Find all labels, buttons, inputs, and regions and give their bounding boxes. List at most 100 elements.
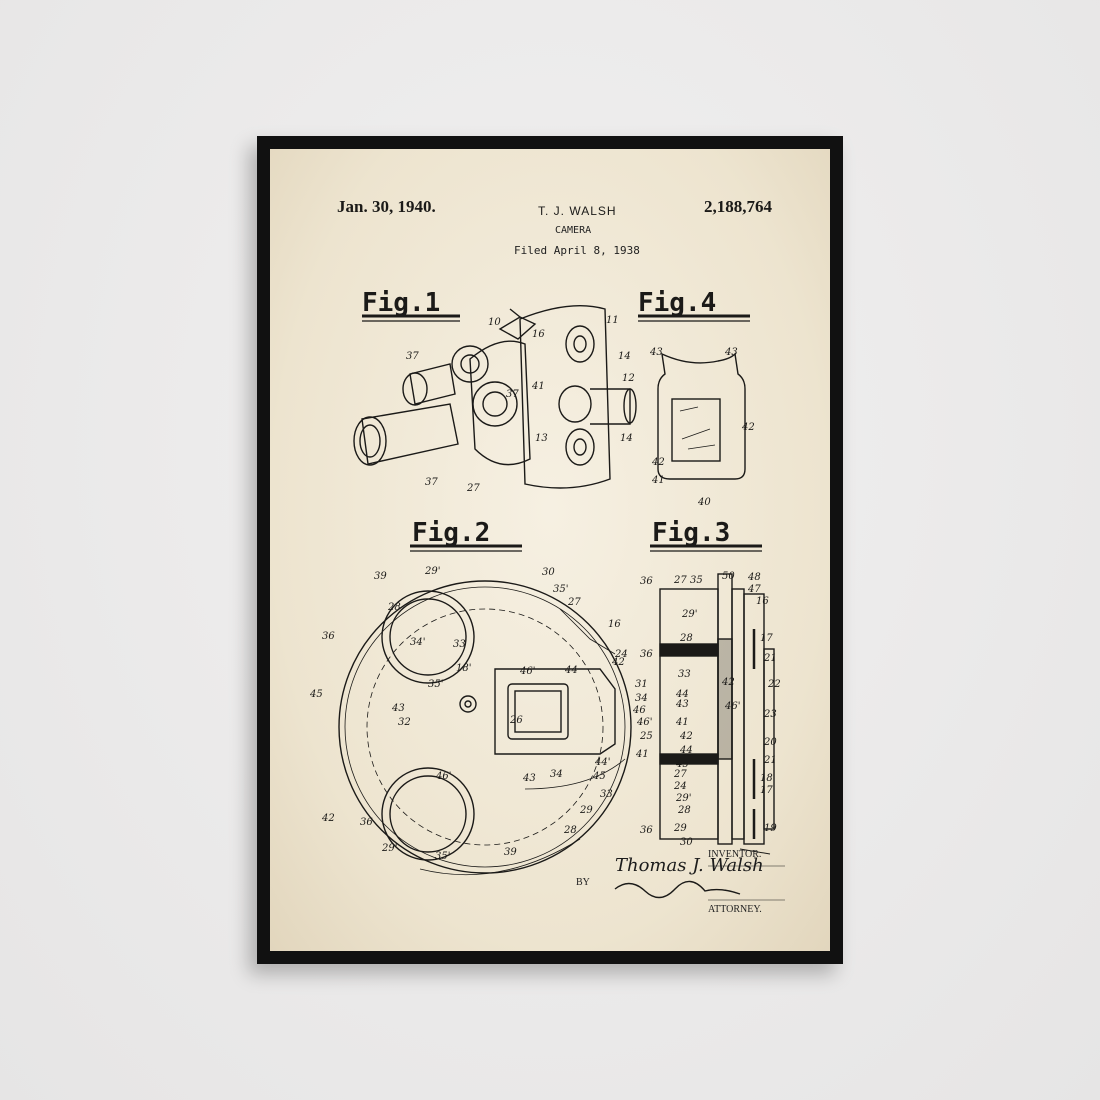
reference-numeral: 30	[680, 837, 693, 848]
patent-number: 2,188,764	[704, 197, 772, 216]
reference-numeral: 39	[504, 847, 517, 858]
reference-numeral: 25	[639, 731, 653, 742]
by-label: BY	[576, 877, 590, 888]
reference-numeral: 35'	[428, 679, 443, 690]
reference-numeral: 27	[466, 483, 480, 494]
fig1-label: Fig.1	[362, 288, 460, 322]
reference-numeral: 37	[506, 389, 519, 400]
reference-numeral: 21	[763, 755, 777, 766]
reference-numeral: 14	[620, 433, 633, 444]
reference-numeral: 16	[608, 619, 621, 630]
reference-numeral: 39	[374, 571, 387, 582]
reference-numeral: 28	[677, 805, 691, 816]
reference-numeral: 26	[509, 715, 523, 726]
attorney-signature	[614, 880, 741, 899]
reference-numeral: 34	[550, 769, 563, 780]
reference-numeral: 42	[611, 657, 625, 668]
svg-text:Fig.3: Fig.3	[652, 518, 730, 548]
svg-text:Fig.4: Fig.4	[638, 288, 716, 318]
reference-numeral: 50	[722, 571, 735, 582]
reference-numeral: 35	[690, 575, 703, 586]
reference-numeral: 32	[398, 717, 411, 728]
reference-numeral: 27	[673, 575, 687, 586]
reference-numeral: 37	[406, 351, 419, 362]
fig3-label: Fig.3	[650, 518, 762, 552]
reference-numeral: 33	[453, 639, 466, 650]
reference-numeral: 29'	[424, 566, 440, 577]
reference-numeral: 35'	[553, 584, 568, 595]
reference-numeral: 45	[309, 689, 323, 700]
attorney-label: ATTORNEY.	[708, 904, 762, 915]
reference-numeral: 46	[632, 705, 646, 716]
svg-text:Fig.1: Fig.1	[362, 288, 440, 318]
poster-frame: Jan. 30, 1940. T. J. WALSH 2,188,764 CAM…	[257, 136, 843, 964]
reference-numeral: 42	[679, 731, 693, 742]
reference-numeral: 36	[640, 576, 653, 587]
reference-numeral: 29'	[675, 793, 691, 804]
reference-numeral: 20	[763, 737, 777, 748]
reference-numeral: 36	[640, 649, 653, 660]
patent-paper: Jan. 30, 1940. T. J. WALSH 2,188,764 CAM…	[270, 149, 830, 951]
svg-text:Fig.2: Fig.2	[412, 518, 490, 548]
inventor-header: T. J. WALSH	[538, 204, 617, 218]
reference-numeral: 12	[622, 373, 635, 384]
reference-numeral: 16	[532, 329, 545, 340]
patent-date: Jan. 30, 1940.	[337, 197, 436, 216]
reference-numeral: 45	[675, 759, 689, 770]
reference-numeral: 36	[360, 817, 373, 828]
reference-numeral: 46'	[724, 701, 740, 712]
reference-numeral: 41	[675, 717, 689, 728]
fig2-label: Fig.2	[410, 518, 522, 552]
reference-numeral: 23	[763, 709, 777, 720]
patent-drawing: Fig.1 Fig.4 Fig.2 Fig.3	[309, 288, 785, 901]
reference-numeral: 46'	[636, 717, 652, 728]
fig4-plate-drawing	[657, 352, 746, 480]
reference-numeral: 35'	[435, 851, 450, 862]
reference-numeral: 42	[321, 813, 335, 824]
reference-numeral: 42	[741, 422, 755, 433]
reference-numeral: 24	[614, 649, 628, 660]
reference-numeral: 28	[387, 602, 401, 613]
reference-numeral: 37	[425, 477, 438, 488]
filed-date: Filed April 8, 1938	[514, 244, 640, 257]
reference-numeral: 36	[640, 825, 653, 836]
reference-numeral: 28	[563, 825, 577, 836]
reference-numeral: 29	[579, 805, 593, 816]
reference-numeral: 28	[679, 633, 693, 644]
fig1-camera-drawing	[353, 305, 637, 489]
reference-numeral: 41	[635, 749, 649, 760]
fig3-section-drawing	[659, 573, 775, 855]
reference-numeral: 45	[592, 771, 606, 782]
reference-numeral: 11	[606, 315, 619, 326]
reference-numeral: 46'	[435, 771, 451, 782]
reference-numeral: 46'	[519, 666, 535, 677]
reference-numeral: 27	[567, 597, 581, 608]
reference-numeral: 41	[651, 475, 665, 486]
reference-numeral: 42	[721, 677, 735, 688]
fig4-label: Fig.4	[638, 288, 750, 322]
reference-numeral: 22	[767, 679, 781, 690]
reference-numeral: 41	[531, 381, 545, 392]
reference-numeral: 29	[673, 823, 687, 834]
reference-numeral: 16	[756, 596, 769, 607]
reference-numeral: 47	[747, 584, 761, 595]
reference-numeral: 44	[675, 689, 689, 700]
reference-numeral: 18'	[456, 663, 471, 674]
reference-numeral: 44'	[594, 757, 610, 768]
reference-numeral: 43	[522, 773, 536, 784]
inventor-signature: Thomas J. Walsh	[615, 855, 764, 876]
reference-numeral: 43	[391, 703, 405, 714]
reference-numeral: 43	[649, 347, 663, 358]
reference-numeral: 33	[600, 789, 613, 800]
reference-numeral: 10	[488, 317, 501, 328]
reference-numeral: 29'	[381, 843, 397, 854]
reference-numeral: 31	[635, 679, 648, 690]
patent-title: CAMERA	[555, 225, 592, 236]
reference-numeral: 44	[564, 665, 578, 676]
reference-numeral: 24	[673, 781, 687, 792]
fig2-housing-drawing	[338, 580, 632, 876]
reference-numeral: 18	[760, 773, 773, 784]
reference-numeral: 19	[764, 823, 777, 834]
reference-numeral: 34'	[410, 637, 425, 648]
